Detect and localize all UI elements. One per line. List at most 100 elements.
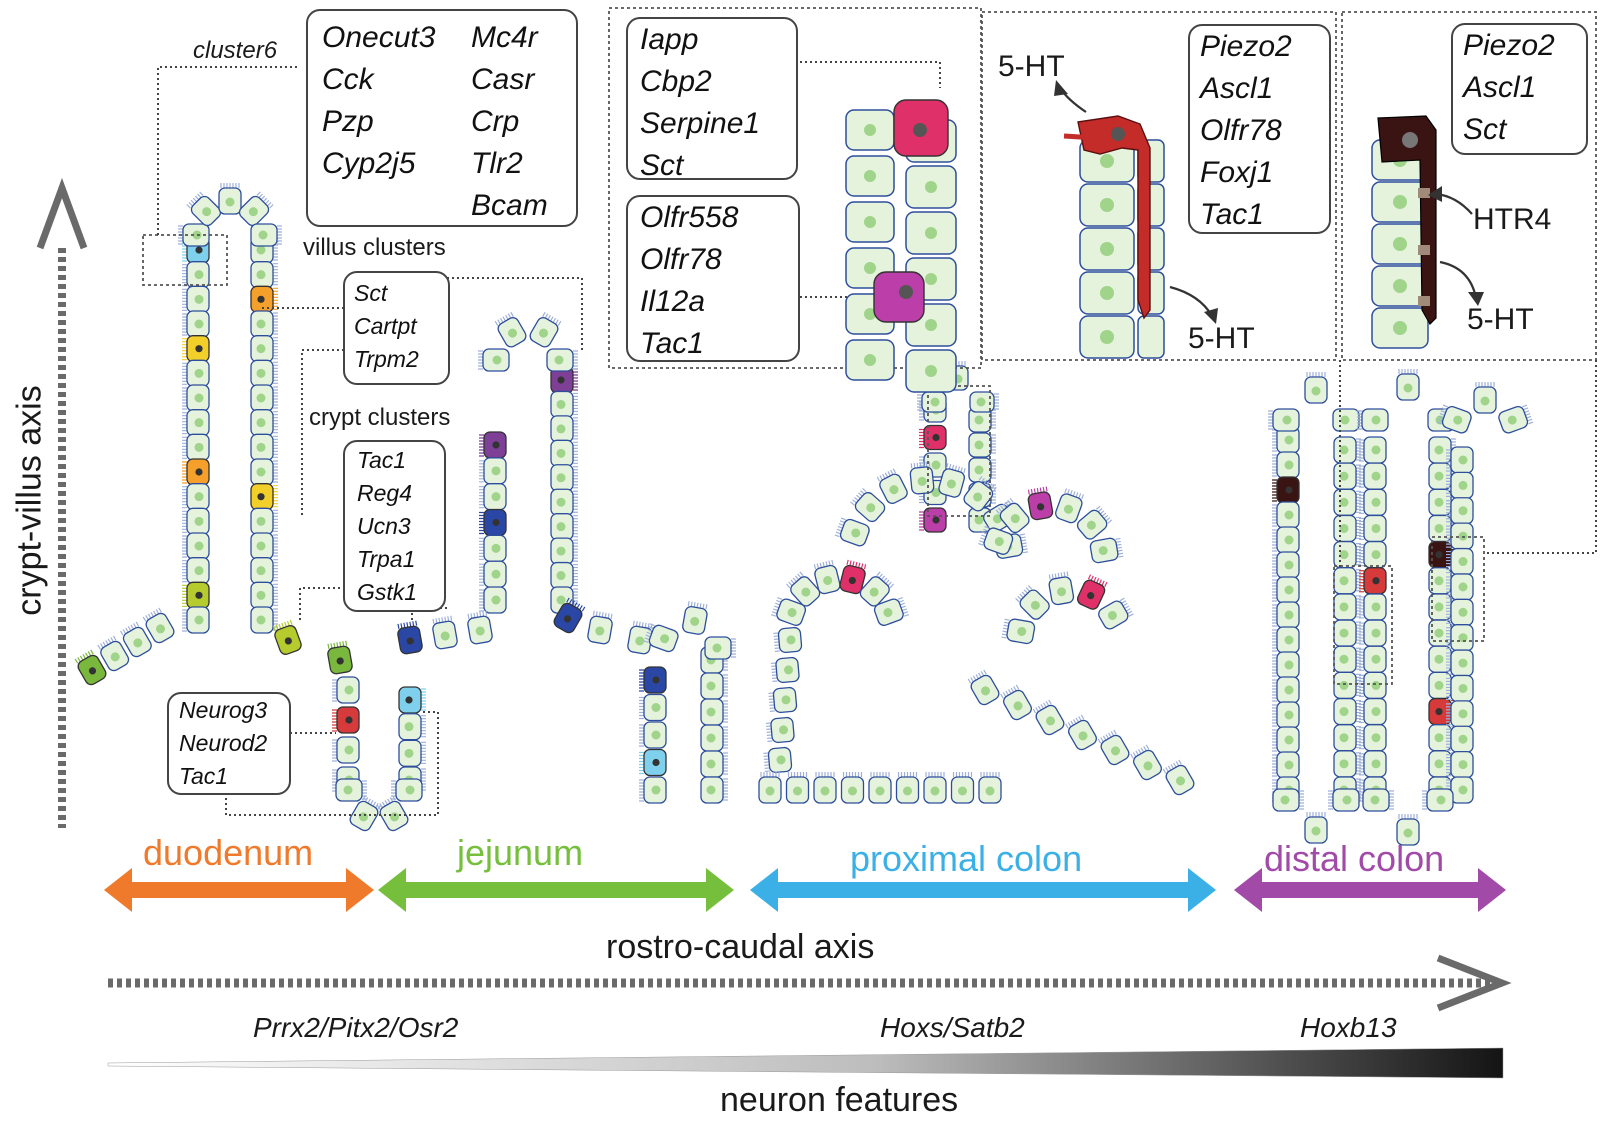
gene-name: Iapp: [640, 23, 699, 56]
segment-arrowhead: [104, 868, 132, 912]
epithelial-cell: [1333, 567, 1361, 595]
enteroendocrine-cell: [550, 366, 578, 394]
epithelial-cell: [876, 468, 908, 504]
epithelial-cell: [895, 772, 920, 804]
gene-name: Foxj1: [1200, 156, 1274, 189]
epithelial-cell: [639, 721, 667, 749]
epithelial-cell: [1359, 436, 1387, 464]
epithelial-cell: [1272, 626, 1300, 654]
epithelial-cell: [1359, 724, 1387, 752]
segment-arrow-shaft: [772, 882, 1194, 898]
epithelial-cell: [1396, 814, 1420, 846]
epithelial-cell: [182, 384, 210, 412]
epithelial-cell: [182, 359, 210, 387]
epithelial-cell: [1498, 404, 1534, 434]
epithelial-cell: [250, 359, 278, 387]
epithelial-cell: [968, 407, 996, 433]
epithelial-cell: [1359, 645, 1387, 673]
epithelial-cell: [186, 191, 222, 227]
epithelial-cell: [182, 310, 210, 338]
epithelial-cell: [1473, 382, 1497, 414]
enteroendocrine-cell: [250, 483, 278, 511]
epithelial-cell: [1304, 812, 1328, 844]
gene-name: Trpa1: [357, 546, 416, 572]
epithelial-cell: [391, 778, 423, 802]
epithelial-cell: [968, 432, 996, 458]
epithelial-cell: [1333, 462, 1361, 490]
epithelial-cell: [1359, 488, 1387, 516]
cluster6-label: cluster6: [193, 37, 278, 64]
epithelial-cell: [1333, 436, 1361, 464]
gene-name: Tac1: [179, 763, 229, 789]
htr4-label: HTR4: [1473, 203, 1552, 236]
epithelial-cell: [478, 348, 510, 372]
epithelial-cell: [250, 581, 278, 609]
gene-name: Casr: [471, 63, 535, 96]
epithelial-cell: [250, 458, 278, 486]
epithelial-cell: [550, 439, 578, 467]
epithelial-cell: [250, 335, 278, 363]
epithelial-cell: [250, 606, 278, 634]
epithelial-cell: [968, 457, 996, 483]
epithelial-cell: [1272, 501, 1300, 529]
epithelial-cell: [1428, 436, 1456, 464]
epithelial-cell: [332, 736, 360, 764]
epithelial-cell: [1359, 619, 1387, 647]
epithelial-cell: [700, 698, 728, 726]
epithelial-cell: [639, 693, 667, 722]
epithelial-cell: [840, 772, 865, 804]
gene-name: Ucn3: [357, 513, 411, 539]
epithelial-cell: [1048, 571, 1075, 606]
epithelial-cell: [182, 285, 210, 313]
epithelial-cell: [1333, 645, 1361, 673]
enteroendocrine-cell: [1272, 476, 1300, 504]
epithelial-cell: [1272, 788, 1304, 812]
epithelial-cell: [529, 311, 562, 348]
epithelial-cell: [250, 433, 278, 461]
epithelial-cell: [1268, 408, 1300, 432]
epithelial-cell: [813, 772, 837, 804]
epithelial-cell: [700, 724, 728, 752]
intestinal-epithelium: [74, 183, 1534, 846]
epithelial-cell: [1333, 540, 1361, 569]
epithelial-cell: [978, 526, 1014, 555]
epithelial-cell: [218, 183, 242, 215]
segment-label-proximal-colon: proximal colon: [850, 838, 1083, 879]
epithelial-cell: [467, 610, 493, 645]
enteroendocrine-cell: [398, 686, 426, 714]
proximal-colon-bottom-gene-box: Olfr558 Olfr78 Il12a Tac1: [626, 195, 800, 362]
epithelial-cell: [1359, 514, 1387, 543]
gene-name: Sct: [640, 149, 684, 182]
epithelial-cell: [250, 261, 278, 289]
epithelial-cell: [550, 415, 578, 443]
neuron-features-gradient: [107, 1047, 1504, 1079]
inset-panels: [142, 7, 1597, 685]
enteroendocrine-cell: [272, 619, 302, 655]
epithelial-cell: [813, 559, 841, 595]
epithelial-cell: [1097, 729, 1130, 766]
gene-name: Tac1: [1200, 198, 1264, 231]
serotonin-label: 5-HT: [998, 50, 1065, 83]
epithelial-cell: [335, 778, 367, 802]
gene-name: Cartpt: [354, 313, 417, 339]
enteroendocrine-cell: [553, 597, 586, 634]
epithelial-cell: [967, 669, 1000, 706]
epithelial-cell: [1272, 701, 1300, 729]
inset-cells: [845, 99, 1437, 393]
epithelial-cell: [120, 621, 152, 658]
gene-name: Piezo2: [1463, 29, 1555, 62]
enteroendocrine-cell: [327, 640, 353, 675]
gene-name: Cck: [322, 63, 374, 96]
gene-name: Sct: [1463, 113, 1507, 146]
epithelial-cell: [1333, 488, 1361, 516]
epithelial-cell: [963, 476, 997, 512]
epithelial-cell: [1333, 593, 1361, 621]
villus-clusters-label: villus clusters: [303, 234, 446, 261]
segment-arrowhead: [378, 868, 406, 912]
gene-name: Il12a: [640, 285, 706, 318]
enteroendocrine-cell: [182, 335, 210, 363]
gene-name: Gstk1: [357, 579, 418, 605]
segment-arrowhead: [750, 868, 778, 912]
epithelial-cell: [550, 464, 578, 492]
epithelial-cell: [923, 772, 947, 804]
